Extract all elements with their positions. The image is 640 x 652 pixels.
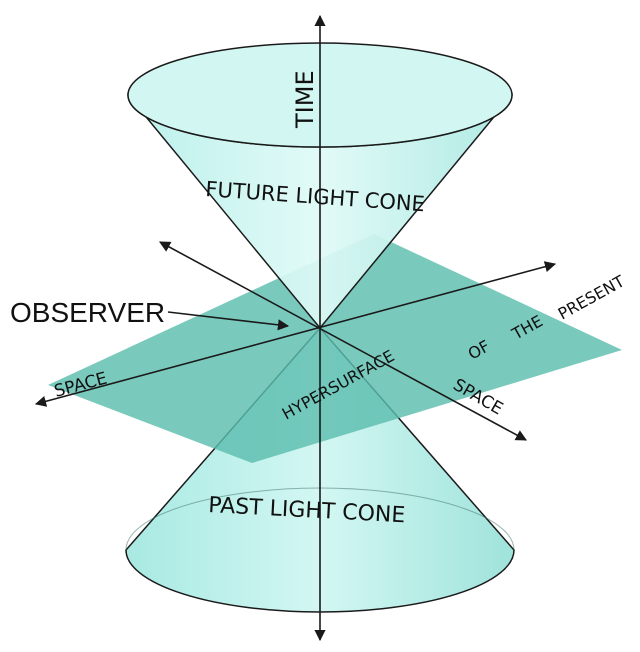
space-axis-2 (159, 241, 527, 441)
observer-label: OBSERVER (10, 297, 165, 328)
observer-pointer (167, 311, 290, 331)
time-label: TIME (291, 70, 319, 129)
hypersurface-present-label: PRESENT (555, 271, 628, 323)
axes (34, 14, 557, 642)
